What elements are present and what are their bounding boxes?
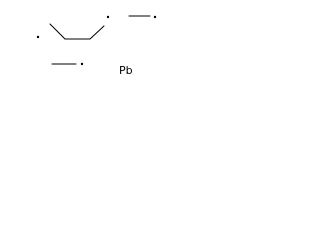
radical-dot-left <box>36 35 40 39</box>
lead-atom-label: Pb <box>119 64 133 77</box>
radical-dot-bottom <box>80 62 84 66</box>
propyl-bond-chain <box>49 23 105 40</box>
methyl-radical-bottom <box>51 62 84 66</box>
radical-dot-right <box>153 15 157 19</box>
radical-dot-propyl-end <box>106 15 110 19</box>
propyl-radical-fragment <box>36 15 110 40</box>
methyl-radical-right <box>128 15 157 19</box>
structure-canvas: Pb <box>36 15 157 77</box>
